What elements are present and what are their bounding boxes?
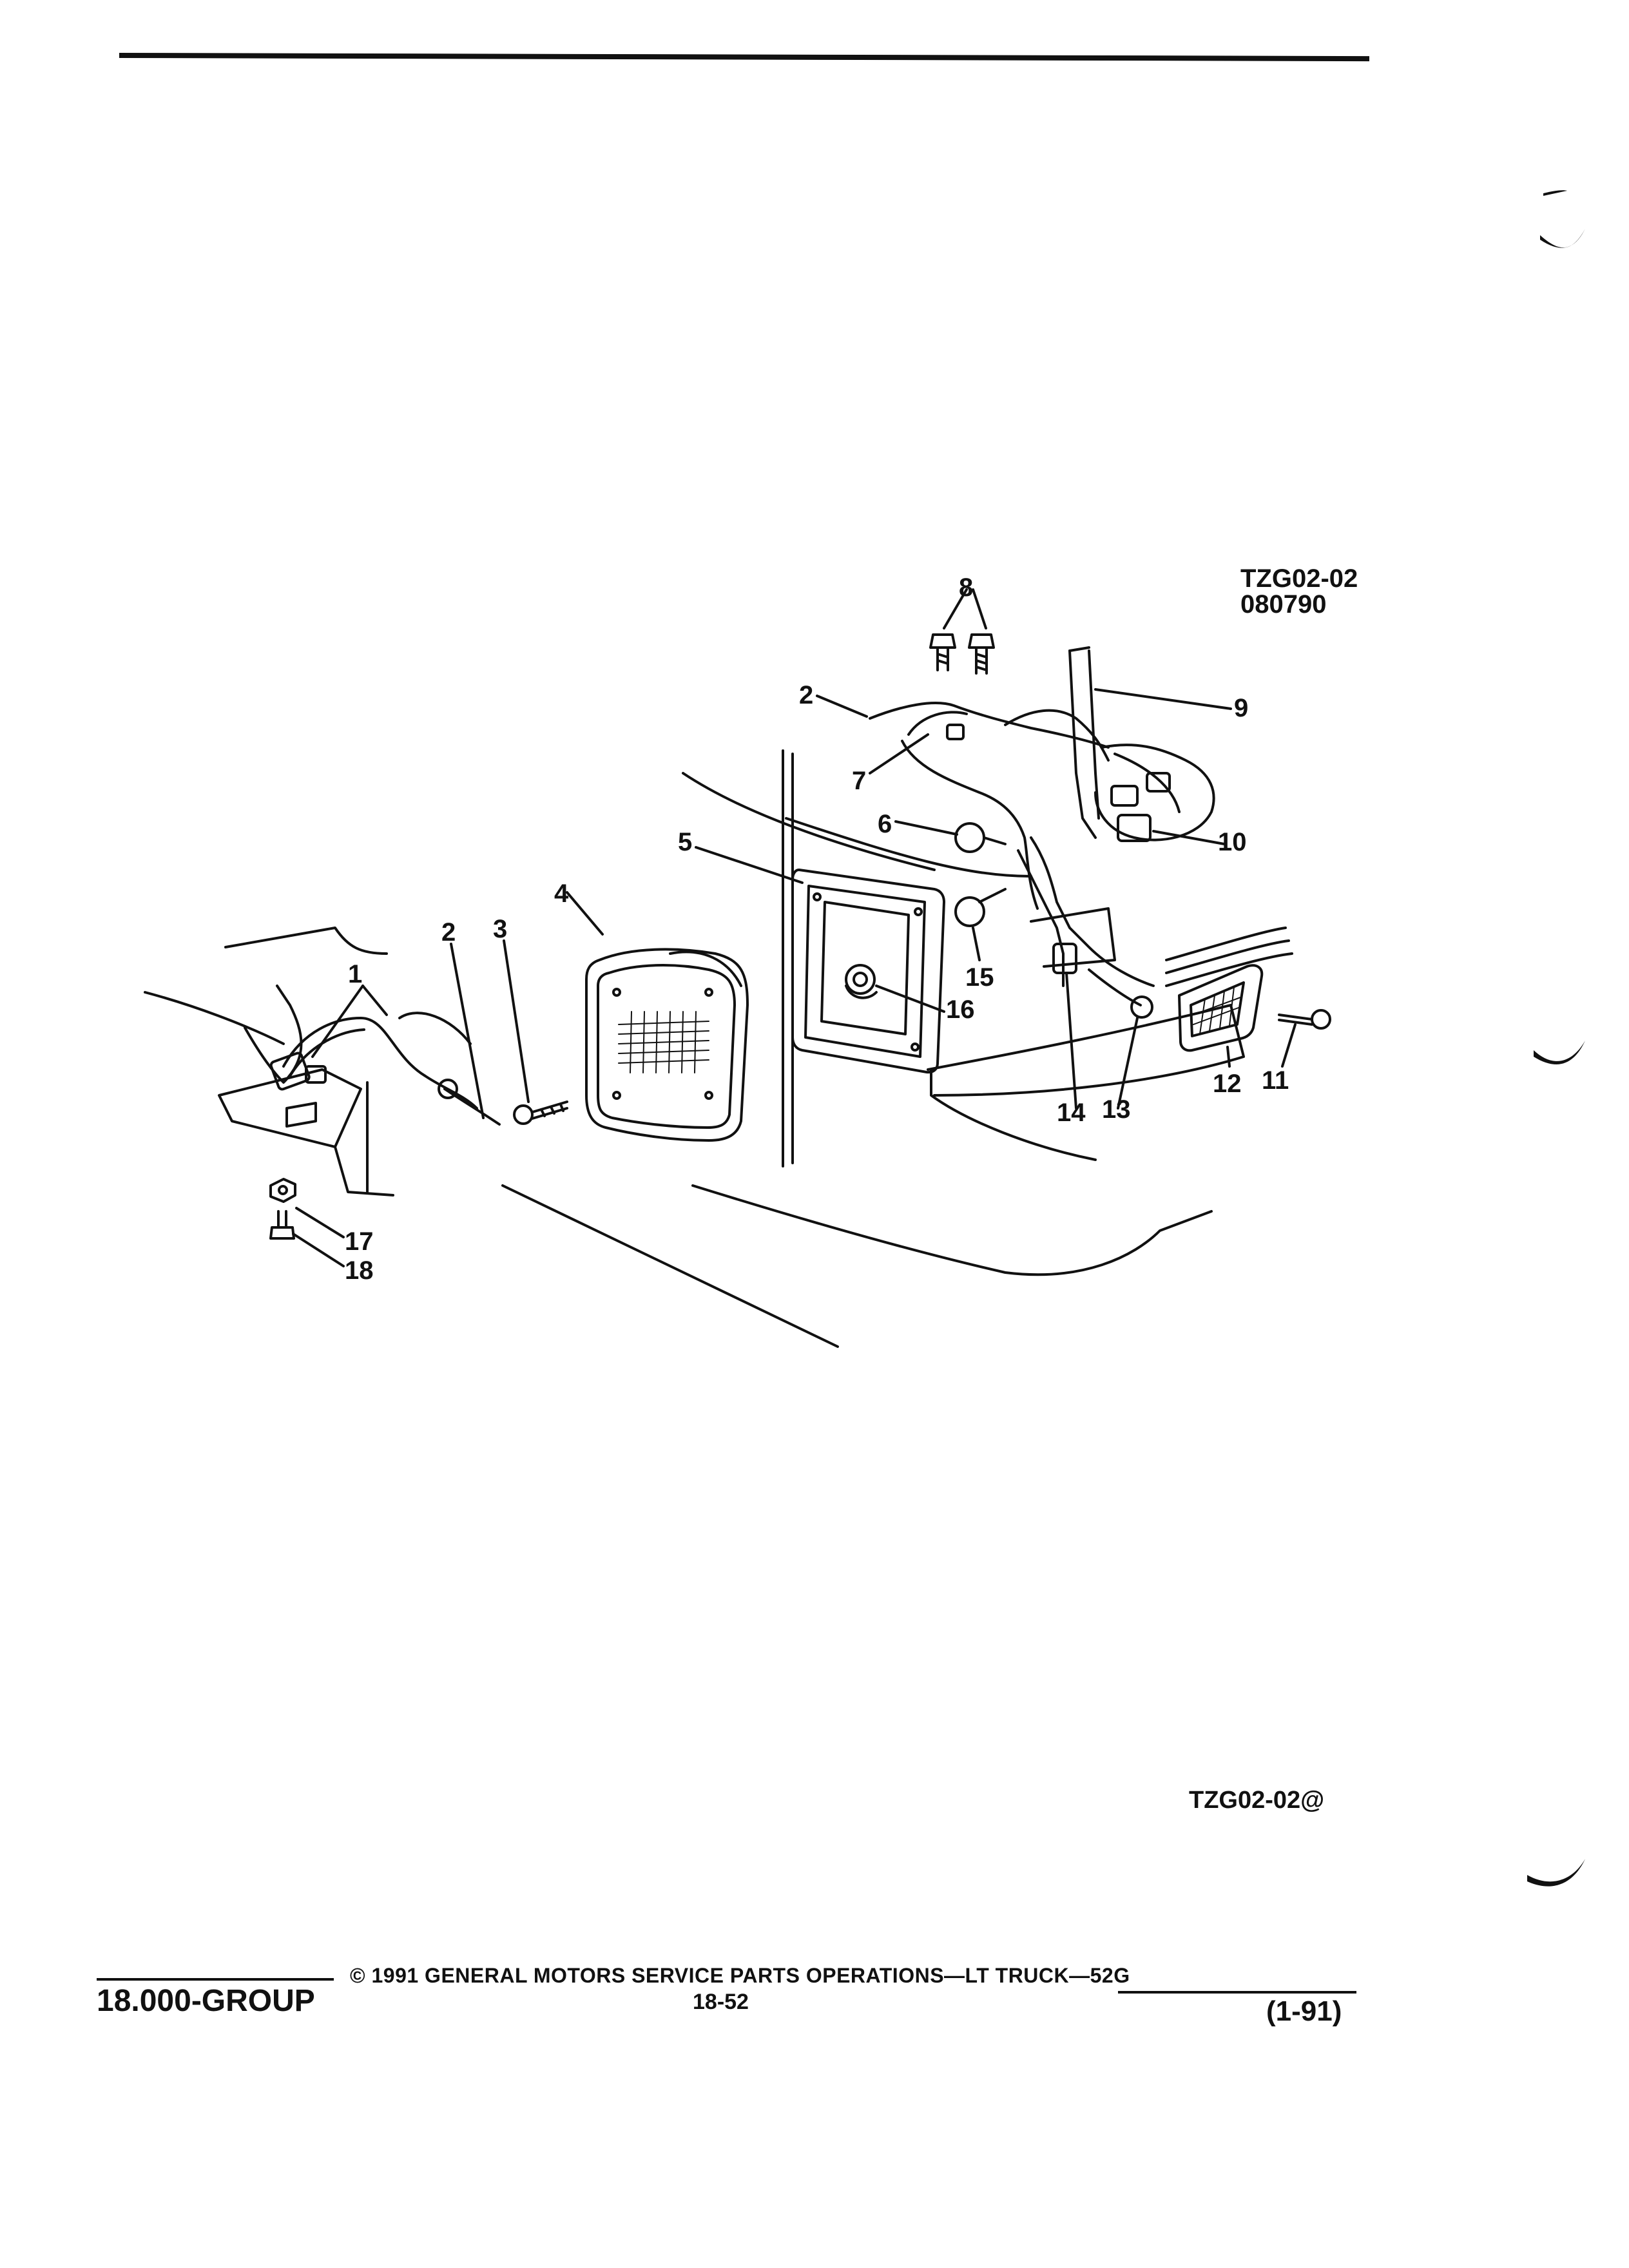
part-1-harness — [269, 1017, 478, 1110]
callout-14: 14 — [1057, 1099, 1086, 1127]
upper-wiring-harness — [869, 646, 1215, 987]
callout-1: 1 — [348, 960, 362, 988]
part-2-lower-lead — [438, 1079, 501, 1126]
figure-code: TZG02-02 — [1240, 564, 1358, 593]
footer-rule-left — [97, 1978, 334, 1981]
callout-4: 4 — [554, 879, 569, 908]
callout-6: 6 — [878, 810, 892, 838]
part-11-screw — [1278, 1009, 1331, 1030]
part-3-screw — [513, 1100, 568, 1125]
callout-2-upper: 2 — [799, 681, 813, 709]
part-5-housing — [791, 869, 945, 1074]
callout-3: 3 — [493, 915, 507, 943]
figure-id: TZG02-02@ — [1189, 1787, 1325, 1814]
callout-13: 13 — [1102, 1095, 1131, 1124]
part-14-connector — [1052, 943, 1077, 974]
footer-page-number: 18-52 — [693, 1990, 749, 2014]
callout-16: 16 — [946, 995, 975, 1024]
footer-group: 18.000-GROUP — [97, 1984, 315, 2018]
part-6-socket — [954, 822, 1007, 853]
part-17-nut — [269, 1178, 296, 1203]
footer-rule-right — [1118, 1991, 1356, 1994]
part-8-screws — [929, 633, 995, 675]
callout-8: 8 — [959, 573, 973, 602]
part-13-socket — [1088, 968, 1153, 1019]
callout-18: 18 — [345, 1256, 374, 1285]
callout-7: 7 — [852, 767, 866, 795]
leader-lines — [292, 588, 1296, 1267]
callout-11: 11 — [1262, 1066, 1289, 1095]
part-4-lamp-assembly — [585, 948, 749, 1142]
figure-date: 080790 — [1240, 590, 1327, 619]
callout-12: 12 — [1213, 1070, 1242, 1098]
part-18-bolt — [269, 1210, 295, 1240]
footer-revision: (1-91) — [1266, 1995, 1342, 2027]
callout-17: 17 — [345, 1227, 374, 1256]
callout-2-lower: 2 — [441, 918, 456, 947]
part-15-socket — [954, 888, 1007, 927]
callout-10: 10 — [1218, 828, 1247, 856]
callout-15: 15 — [965, 963, 994, 992]
footer-copyright: © 1991 GENERAL MOTORS SERVICE PARTS OPER… — [350, 1964, 1130, 1987]
binder-marks — [1527, 190, 1585, 1887]
callout-5: 5 — [678, 828, 692, 856]
vehicle-body-outline — [144, 749, 1293, 1348]
part-12-marker-lamp — [1178, 964, 1264, 1052]
callout-9: 9 — [1234, 694, 1248, 722]
part-16-socket — [845, 964, 878, 999]
